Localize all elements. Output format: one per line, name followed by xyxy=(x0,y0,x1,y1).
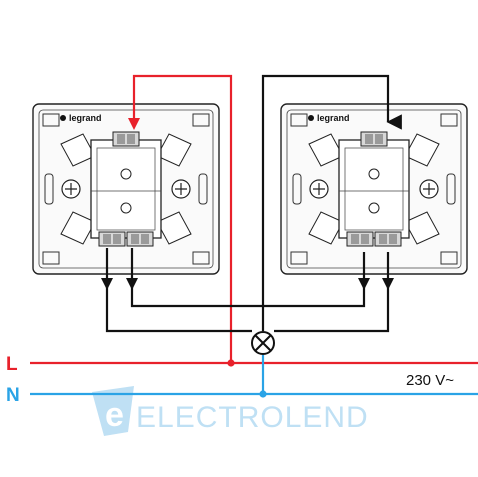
arrow-down-icon xyxy=(358,278,370,290)
arrow-down-icon xyxy=(101,278,113,290)
junction-dot xyxy=(227,359,234,366)
switch-brand-label: legrand xyxy=(317,113,350,123)
junction-dot xyxy=(259,390,266,397)
watermark-text: ELECTROLEND xyxy=(136,401,369,434)
neutral-label: N xyxy=(6,385,20,406)
line-label: L xyxy=(6,354,18,375)
voltage-label: 230 V~ xyxy=(406,372,454,389)
arrow-down-icon xyxy=(126,278,138,290)
arrow-down-icon xyxy=(382,278,394,290)
switch-mechanism-icon: legrand xyxy=(33,104,219,274)
switch-mechanism-icon: legrand xyxy=(281,104,467,274)
lamp-icon xyxy=(252,332,274,354)
switch-brand-label: legrand xyxy=(69,113,102,123)
watermark-letter: e xyxy=(105,396,124,434)
